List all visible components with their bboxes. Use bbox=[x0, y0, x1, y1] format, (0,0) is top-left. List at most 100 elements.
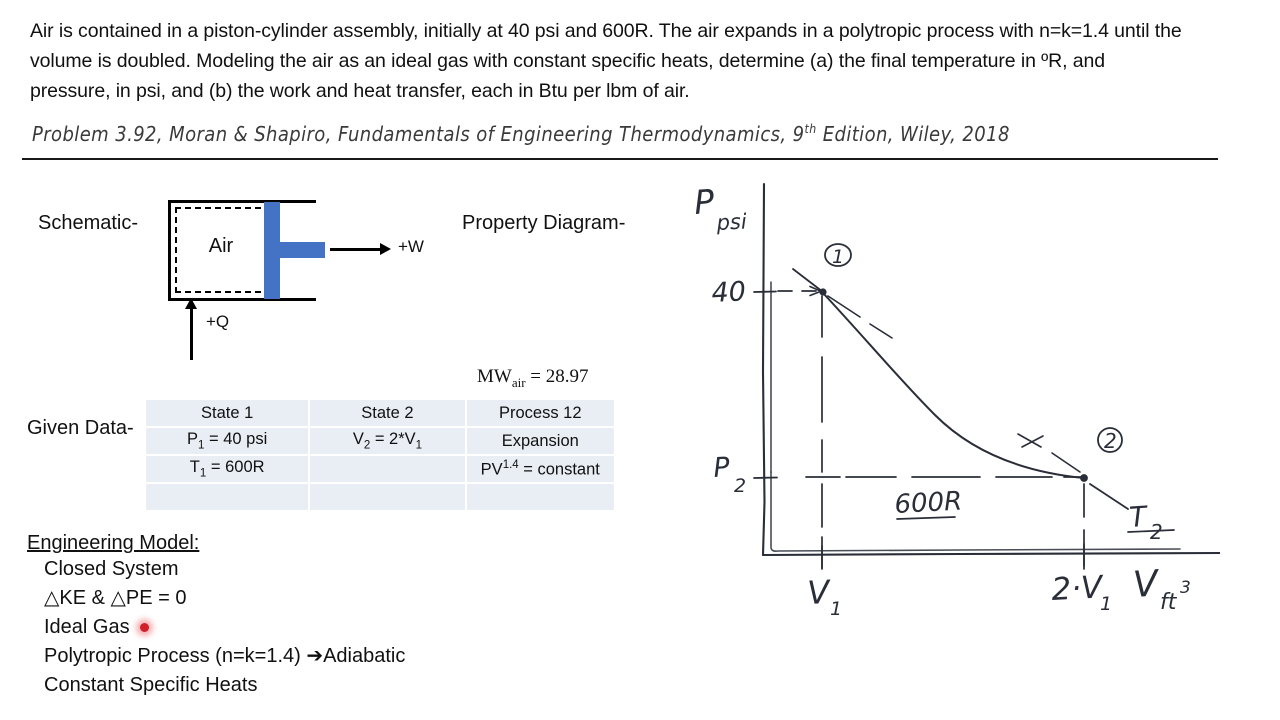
list-item: Polytropic Process (n=k=1.4) ➔Adiabatic bbox=[44, 642, 405, 671]
pv-axis-inner-bracket bbox=[770, 471, 1181, 552]
cell-t1: T1 = 600R bbox=[146, 456, 311, 484]
list-item: △KE & △PE = 0 bbox=[44, 584, 405, 613]
pv-isotherm-600r-leader bbox=[827, 295, 893, 339]
pv-isotherm-600r-line bbox=[792, 268, 824, 293]
pv-state-1-circle bbox=[824, 243, 852, 267]
pv-t2-underline bbox=[1127, 529, 1175, 533]
work-arrow-line bbox=[330, 248, 382, 251]
pv-xtick-label-v1: V bbox=[806, 573, 832, 612]
pv-ytick-p2 bbox=[753, 476, 778, 479]
pv-xtick-label-2v1-sub: 1 bbox=[1100, 593, 1112, 615]
table-header-row: State 1 State 2 Process 12 bbox=[146, 400, 614, 428]
model-item-ke-pe: △KE & △PE = 0 bbox=[44, 587, 187, 609]
mw-value: 28.97 bbox=[545, 366, 589, 387]
cell-empty-c3 bbox=[466, 484, 614, 510]
cell-pv-symbol: PV bbox=[480, 460, 503, 479]
mw-equals: = bbox=[525, 366, 546, 387]
cell-v2: V2 = 2*V1 bbox=[310, 428, 467, 456]
table-row bbox=[146, 484, 614, 510]
pv-ytick-label-p2: P bbox=[712, 452, 731, 484]
cell-p1-symbol: P bbox=[187, 430, 199, 449]
pv-isotherm-t2-leader bbox=[1017, 433, 1081, 473]
work-label: +W bbox=[398, 237, 424, 256]
model-item-closed-system: Closed System bbox=[44, 558, 179, 580]
pv-state-1-marker bbox=[819, 288, 827, 296]
cell-p1: P1 = 40 psi bbox=[146, 428, 311, 456]
list-item: Closed System bbox=[44, 555, 405, 584]
pv-axis-vertical bbox=[761, 182, 766, 557]
cylinder-top-wall bbox=[168, 200, 316, 203]
pv-600r-underline bbox=[896, 516, 956, 520]
pv-axis-horizontal bbox=[761, 551, 1220, 557]
cell-polytropic-relation: PV1.4 = constant bbox=[466, 456, 614, 484]
cell-empty-b3 bbox=[310, 484, 467, 510]
engineering-model-section: Engineering Model: Closed System △KE & △… bbox=[27, 532, 405, 700]
given-data-table: State 1 State 2 Process 12 P1 = 40 psi V… bbox=[146, 400, 614, 510]
pv-state-2-number: 2 bbox=[1104, 429, 1117, 453]
cell-v2-tail: = 2*V bbox=[370, 430, 416, 449]
cylinder-bottom-wall bbox=[168, 298, 316, 301]
table-header-process-12: Process 12 bbox=[466, 400, 614, 428]
piston-rod bbox=[280, 242, 325, 258]
piston-head bbox=[264, 202, 280, 299]
pv-state-2-circle bbox=[1097, 427, 1123, 453]
heat-arrow-head-icon bbox=[185, 298, 197, 309]
molecular-weight-note: MWair = 28.97 bbox=[477, 366, 589, 391]
model-item-polytropic: Polytropic Process (n=k=1.4) ➔Adiabatic bbox=[44, 645, 406, 667]
laser-pointer-dot bbox=[139, 623, 149, 633]
cylinder-left-wall bbox=[168, 200, 171, 301]
pv-ytick-label-40: 40 bbox=[711, 276, 747, 309]
header-divider bbox=[22, 158, 1218, 160]
piston-cylinder-schematic: Air +W +Q bbox=[160, 190, 460, 360]
cell-v2-sub: 2 bbox=[363, 439, 371, 452]
table-header-state-2: State 2 bbox=[310, 400, 467, 428]
pv-xlabel-units-exponent: 3 bbox=[1180, 578, 1191, 598]
citation-suffix: Edition, Wiley, 2018 bbox=[816, 123, 1010, 147]
heat-arrow-line bbox=[190, 308, 193, 360]
air-substance-label: Air bbox=[208, 235, 234, 257]
given-data-section-label: Given Data- bbox=[27, 417, 134, 439]
citation-ordinal-suffix: th bbox=[804, 122, 817, 137]
table-header-state-1: State 1 bbox=[146, 400, 311, 428]
cell-t1-sub: 1 bbox=[199, 467, 207, 480]
pressure-volume-property-diagram: P psi 40 P 2 1 2 600R T 2 V 1 2·V 1 V ft… bbox=[660, 172, 1220, 622]
mw-symbol: MW bbox=[477, 366, 512, 387]
pv-xtick-label-2v1: 2·V bbox=[1051, 569, 1106, 608]
pv-ytick-40 bbox=[753, 290, 777, 293]
cell-empty-a3 bbox=[146, 484, 311, 510]
cell-pv-tail: = constant bbox=[518, 460, 600, 479]
citation-prefix: Problem 3.92, Moran & Shapiro, Fundament… bbox=[32, 123, 805, 147]
citation-line: Problem 3.92, Moran & Shapiro, Fundament… bbox=[32, 122, 1010, 147]
table-row: P1 = 40 psi V2 = 2*V1 Expansion bbox=[146, 428, 614, 456]
property-diagram-section-label: Property Diagram- bbox=[462, 212, 626, 234]
pv-xtick-label-v1-sub: 1 bbox=[830, 598, 842, 620]
pv-annotation-600r: 600R bbox=[894, 486, 963, 520]
cell-p1-tail: = 40 psi bbox=[204, 430, 268, 449]
model-item-ideal-gas: Ideal Gas bbox=[44, 616, 130, 638]
pv-annotation-t2-sub: 2 bbox=[1150, 520, 1163, 544]
table-row: T1 = 600R PV1.4 = constant bbox=[146, 456, 614, 484]
problem-statement: Air is contained in a piston-cylinder as… bbox=[30, 20, 1182, 102]
pv-xlabel-v: V bbox=[1132, 563, 1162, 606]
pv-ytick-label-p2-sub: 2 bbox=[734, 475, 746, 497]
pv-ylabel-p: P bbox=[693, 182, 716, 222]
cell-empty-b2 bbox=[310, 456, 467, 484]
pv-isotherm-t2-line bbox=[1089, 483, 1129, 510]
model-item-constant-specific-heats: Constant Specific Heats bbox=[44, 674, 258, 696]
heat-label: +Q bbox=[206, 312, 230, 331]
cell-p1-sub: 1 bbox=[198, 439, 205, 452]
cell-t1-tail: = 600R bbox=[206, 458, 265, 477]
work-arrow-head-icon bbox=[380, 243, 391, 255]
mw-subscript: air bbox=[511, 374, 526, 390]
pv-state-1-number: 1 bbox=[832, 246, 844, 268]
cell-expansion: Expansion bbox=[466, 428, 614, 456]
list-item: Ideal Gas bbox=[44, 613, 405, 642]
pv-xlabel-units-ft: ft bbox=[1160, 590, 1178, 615]
pv-annotation-t2: T bbox=[1128, 500, 1149, 534]
engineering-model-list: Closed System △KE & △PE = 0 Ideal Gas Po… bbox=[27, 555, 405, 700]
cell-pv-exponent: 1.4 bbox=[502, 458, 519, 471]
pv-ylabel-units-psi: psi bbox=[715, 209, 747, 235]
pv-isotherm-t2-tick bbox=[1021, 435, 1044, 448]
engineering-model-title: Engineering Model: bbox=[27, 532, 200, 554]
cell-t1-symbol: T bbox=[189, 458, 200, 477]
